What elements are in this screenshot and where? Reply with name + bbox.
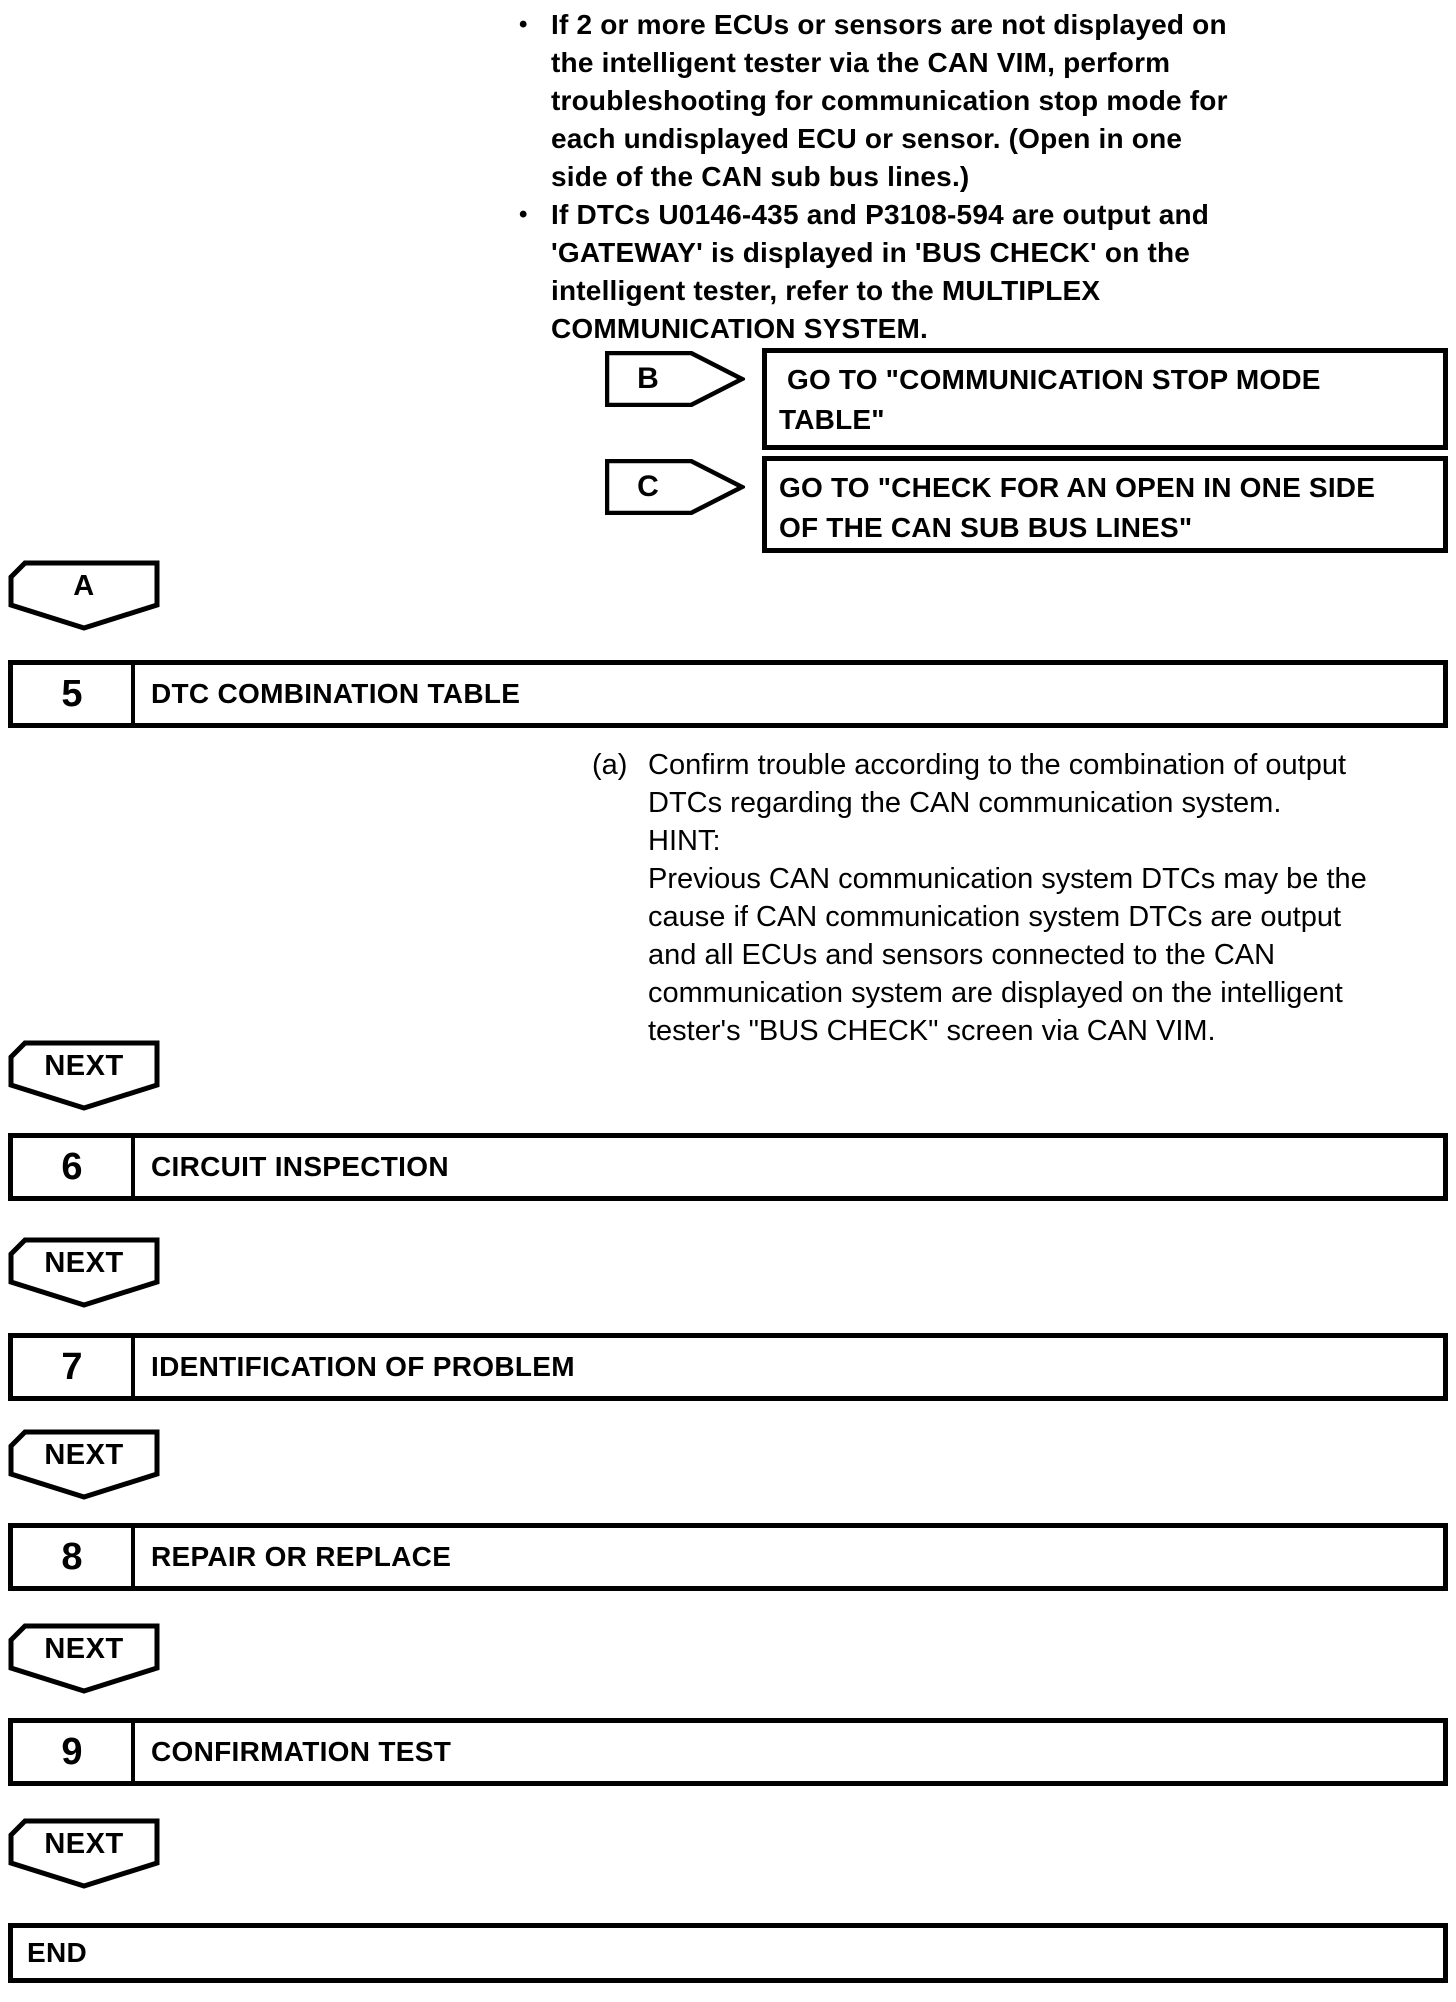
next-connector [8, 1237, 160, 1309]
step-title: CIRCUIT INSPECTION [151, 1151, 449, 1182]
next-label: NEXT [44, 1049, 124, 1082]
next-connector [8, 1429, 160, 1501]
step-title: REPAIR OR REPLACE [151, 1541, 452, 1572]
note-list-marker: (a) [592, 749, 628, 781]
connector-b [605, 351, 745, 407]
step-box-8: 8 REPAIR OR REPLACE [8, 1523, 1448, 1591]
step-box-9: 9 CONFIRMATION TEST [8, 1718, 1448, 1786]
step-box-5: 5 DTC COMBINATION TABLE [8, 660, 1448, 728]
step-box-7: 7 IDENTIFICATION OF PROBLEM [8, 1333, 1448, 1401]
step-box-6: 6 CIRCUIT INSPECTION [8, 1133, 1448, 1201]
pointer-right-icon [605, 351, 745, 407]
step-number: 5 [13, 665, 135, 723]
bullet-item: • If 2 or more ECUs or sensors are not d… [513, 6, 1443, 196]
banner-down-icon [8, 1623, 160, 1694]
banner-down-icon [8, 560, 160, 631]
step-title: IDENTIFICATION OF PROBLEM [151, 1351, 575, 1382]
step-title: CONFIRMATION TEST [151, 1736, 452, 1767]
bullet-list: • If 2 or more ECUs or sensors are not d… [513, 6, 1443, 348]
note-text: Confirm trouble according to the combina… [648, 749, 1367, 1047]
pointer-right-icon [605, 459, 745, 515]
end-label: END [27, 1937, 88, 1968]
step-number: 8 [13, 1528, 135, 1586]
banner-down-icon [8, 1429, 160, 1500]
goto-box-c-text: GO TO "CHECK FOR AN OPEN IN ONE SIDE OF … [779, 472, 1376, 543]
next-label: NEXT [44, 1632, 124, 1665]
goto-box-b-text: GO TO "COMMUNICATION STOP MODE TABLE" [779, 364, 1321, 435]
next-label: NEXT [44, 1827, 124, 1860]
connector-a [8, 560, 160, 632]
step-title: DTC COMBINATION TABLE [151, 678, 521, 709]
next-connector [8, 1040, 160, 1112]
bullet-dot-icon: • [519, 201, 528, 228]
connector-a-label: A [73, 569, 95, 602]
goto-box-c: GO TO "CHECK FOR AN OPEN IN ONE SIDE OF … [762, 456, 1448, 553]
next-connector [8, 1818, 160, 1890]
bullet-dot-icon: • [519, 11, 528, 38]
banner-down-icon [8, 1237, 160, 1308]
bullet-text: If 2 or more ECUs or sensors are not dis… [551, 9, 1228, 192]
step-number: 9 [13, 1723, 135, 1781]
end-box: END [8, 1923, 1448, 1983]
bullet-item: • If DTCs U0146-435 and P3108-594 are ou… [513, 196, 1443, 348]
connector-c [605, 459, 745, 515]
next-label: NEXT [44, 1246, 124, 1279]
banner-down-icon [8, 1040, 160, 1111]
banner-down-icon [8, 1818, 160, 1889]
next-connector [8, 1623, 160, 1695]
connector-b-label: B [637, 362, 659, 395]
bullet-text: If DTCs U0146-435 and P3108-594 are outp… [551, 199, 1210, 344]
step-number: 6 [13, 1138, 135, 1196]
goto-box-b: GO TO "COMMUNICATION STOP MODE TABLE" [762, 348, 1448, 450]
step-number: 7 [13, 1338, 135, 1396]
next-label: NEXT [44, 1438, 124, 1471]
connector-c-label: C [637, 470, 659, 503]
